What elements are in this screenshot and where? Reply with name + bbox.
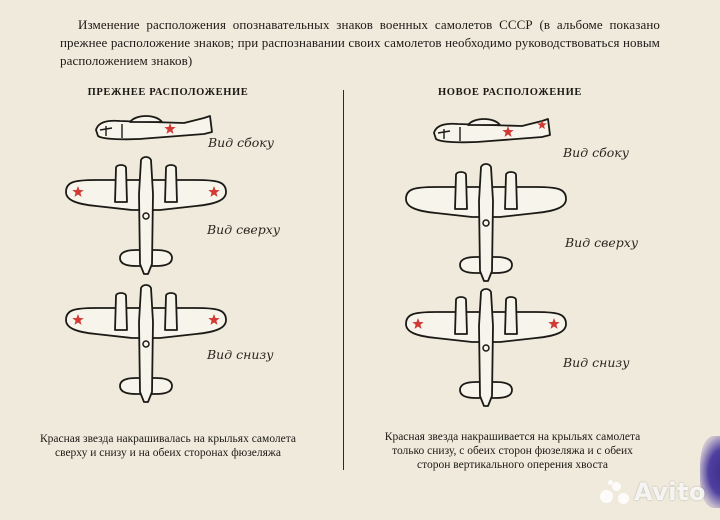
ink-stain: [700, 436, 720, 508]
right-top-view-plane: [405, 163, 567, 282]
red-star-icon: [548, 318, 560, 329]
left-side-view-plane: [95, 115, 213, 141]
watermark-text: Avito: [633, 478, 706, 506]
right-caption-line: Красная звезда накрашивается на крыльях …: [384, 431, 641, 443]
right-side-view-plane: [433, 118, 551, 144]
red-star-icon: [537, 120, 547, 129]
left-bottom-view-label: Вид снизу: [207, 347, 274, 362]
left-bottom-view-plane: [65, 284, 227, 403]
red-star-icon: [72, 186, 84, 197]
left-caption-line: Красная звезда накрашивалась на крыльях …: [39, 433, 297, 445]
right-bottom-view-plane: [405, 288, 567, 407]
right-top-view-label: Вид сверху: [565, 235, 639, 250]
red-star-icon: [412, 318, 424, 329]
red-star-icon: [72, 314, 84, 325]
red-star-icon: [208, 314, 220, 325]
column-divider: [343, 90, 344, 470]
right-caption-line: только снизу, с обеих сторон фюзеляжа и …: [392, 445, 633, 457]
avito-watermark: Avito: [599, 478, 706, 506]
left-top-view-label: Вид сверху: [207, 222, 281, 237]
left-caption-line: сверху и снизу и на обеих сторонах фюзел…: [54, 447, 281, 459]
red-star-icon: [502, 126, 514, 137]
avito-logo-icon: [599, 480, 630, 504]
right-caption: Красная звезда накрашивается на крыльях …: [350, 430, 675, 472]
red-star-icon: [164, 123, 176, 134]
right-bottom-view-label: Вид снизу: [563, 355, 630, 370]
left-top-view-plane: [65, 156, 227, 275]
right-caption-line: сторон вертикального оперения хвоста: [417, 459, 608, 471]
left-section-title: ПРЕЖНЕЕ РАСПОЛОЖЕНИЕ: [87, 87, 249, 98]
left-side-view-label: Вид сбоку: [208, 135, 275, 150]
intro-paragraph: Изменение расположения опознавательных з…: [60, 17, 660, 68]
right-section-title: НОВОЕ РАСПОЛОЖЕНИЕ: [438, 87, 582, 98]
red-star-icon: [208, 186, 220, 197]
right-side-view-label: Вид сбоку: [563, 145, 630, 160]
left-caption: Красная звезда накрашивалась на крыльях …: [18, 432, 318, 460]
